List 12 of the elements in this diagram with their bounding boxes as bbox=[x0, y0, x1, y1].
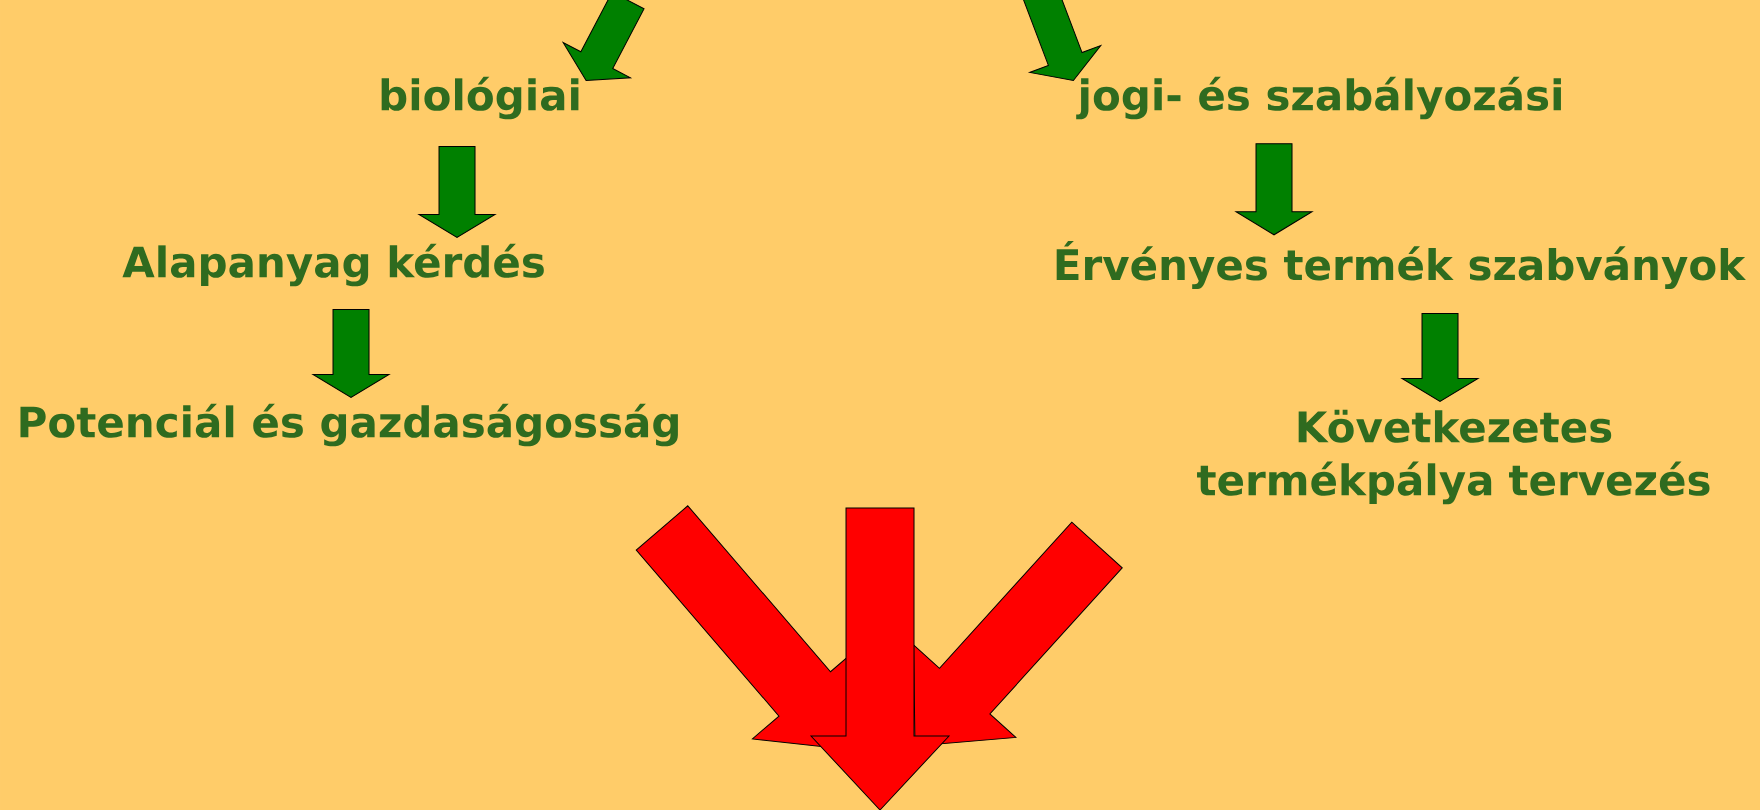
block-arrow bbox=[418, 145, 496, 238]
block-arrow bbox=[312, 308, 390, 398]
text-label: Következetes termékpálya tervezés bbox=[1197, 409, 1710, 505]
text-label: Alapanyag kérdés bbox=[122, 243, 544, 287]
block-arrow bbox=[562, 0, 645, 81]
block-arrow bbox=[1023, 0, 1102, 81]
block-arrow bbox=[1401, 313, 1479, 402]
block-arrow bbox=[1235, 143, 1313, 236]
text-label: Potenciál és gazdaságosság bbox=[20, 403, 678, 447]
text-label: biológiai bbox=[381, 76, 579, 120]
text-label: jogi- és szabályozási bbox=[1076, 76, 1561, 120]
text-label: Érvényes termék szabványok bbox=[1056, 241, 1746, 289]
